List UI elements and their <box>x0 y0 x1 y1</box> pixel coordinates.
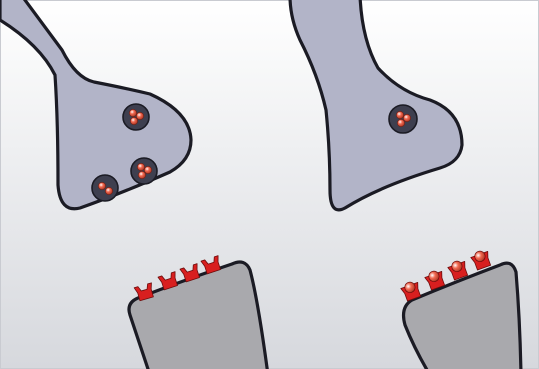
vesicle <box>131 158 157 184</box>
neurotransmitter <box>130 117 137 124</box>
neurotransmitter <box>98 182 105 189</box>
vesicle-group <box>389 105 417 133</box>
neurotransmitter <box>144 166 151 173</box>
neurotransmitter <box>397 119 404 126</box>
vesicle <box>389 105 417 133</box>
neurotransmitter <box>138 171 145 178</box>
neurotransmitter <box>105 187 112 194</box>
neurotransmitter <box>396 111 403 118</box>
vesicle-membrane <box>131 158 157 184</box>
neurotransmitter <box>129 109 136 116</box>
neurotransmitter <box>136 112 143 119</box>
neurotransmitter <box>403 114 410 121</box>
neurotransmitter <box>137 163 144 170</box>
vesicle-membrane <box>389 105 417 133</box>
vesicle <box>92 175 118 201</box>
vesicle-membrane <box>123 104 149 130</box>
vesicle <box>123 104 149 130</box>
